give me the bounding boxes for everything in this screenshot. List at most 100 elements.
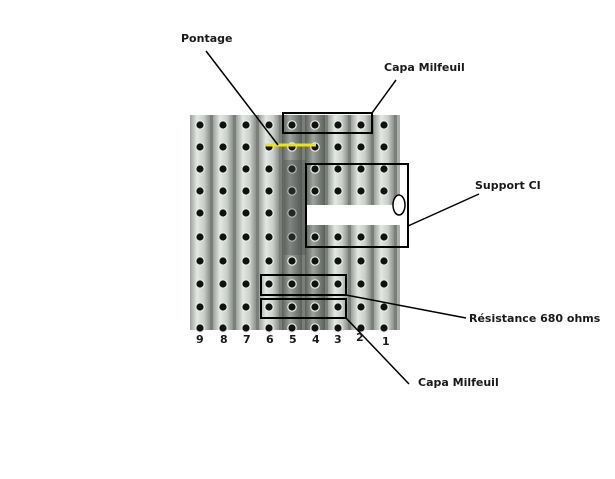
board-hole	[264, 208, 274, 218]
board-hole	[310, 302, 320, 312]
board-hole	[195, 186, 205, 196]
board-hole	[195, 279, 205, 289]
board-hole	[287, 164, 297, 174]
board-hole	[379, 120, 389, 130]
board-hole	[379, 164, 389, 174]
board-hole	[195, 142, 205, 152]
board-hole	[241, 279, 251, 289]
label-capa-bottom: Capa Milfeuil	[418, 376, 499, 389]
board-hole	[218, 208, 228, 218]
board-hole	[195, 232, 205, 242]
pontage-leader	[205, 50, 279, 146]
board-hole	[218, 164, 228, 174]
board-hole	[287, 256, 297, 266]
board-hole	[333, 302, 343, 312]
board-hole	[379, 186, 389, 196]
capa-top-box	[282, 112, 373, 134]
column-number: 2	[356, 331, 364, 344]
board-hole	[241, 256, 251, 266]
column-number: 5	[289, 333, 297, 346]
board-hole	[241, 142, 251, 152]
board-hole	[333, 279, 343, 289]
capa-bottom-box	[260, 298, 347, 319]
copper-strips	[190, 115, 397, 330]
board-hole	[241, 323, 251, 333]
copper-strip	[213, 115, 233, 330]
board-hole	[264, 164, 274, 174]
board-hole	[356, 323, 366, 333]
board-hole	[241, 120, 251, 130]
label-pontage: Pontage	[181, 32, 232, 45]
board-hole	[218, 120, 228, 130]
strip-gap	[256, 115, 259, 330]
column-number: 6	[266, 333, 274, 346]
ic-support-box	[305, 163, 409, 248]
board-hole	[264, 120, 274, 130]
board-hole	[287, 302, 297, 312]
board-hole	[333, 164, 343, 174]
board-hole	[287, 279, 297, 289]
board-hole	[218, 186, 228, 196]
column-number: 3	[334, 333, 342, 346]
board-hole	[310, 323, 320, 333]
board-hole	[310, 164, 320, 174]
board-holes	[195, 120, 389, 333]
board-shadow	[284, 160, 306, 255]
label-support: Support CI	[475, 179, 541, 192]
board-hole	[287, 120, 297, 130]
board-hole	[310, 186, 320, 196]
board-hole	[241, 232, 251, 242]
board-hole	[356, 120, 366, 130]
board-hole	[241, 302, 251, 312]
board-hole	[218, 279, 228, 289]
board-hole	[264, 256, 274, 266]
board-hole	[356, 256, 366, 266]
board-hole	[379, 323, 389, 333]
capa-top-leader	[371, 79, 397, 114]
copper-strip	[282, 115, 302, 330]
board-hole	[195, 302, 205, 312]
board-hole	[333, 186, 343, 196]
board-hole	[264, 232, 274, 242]
ic-support-notch	[392, 194, 406, 216]
board-hole	[310, 279, 320, 289]
board-hole	[379, 302, 389, 312]
board-hole	[218, 142, 228, 152]
strip-gap	[233, 115, 236, 330]
strip-gap	[210, 115, 213, 330]
board-hole	[195, 323, 205, 333]
board-hole	[356, 164, 366, 174]
board-hole	[218, 323, 228, 333]
column-number: 4	[312, 333, 320, 346]
board-hole	[195, 208, 205, 218]
board-hole	[264, 323, 274, 333]
board-hole	[287, 323, 297, 333]
board-hole	[241, 208, 251, 218]
resistance-box	[260, 274, 347, 296]
column-number: 8	[220, 333, 228, 346]
strip-gap	[302, 115, 305, 330]
column-number: 7	[243, 333, 251, 346]
label-capa-top: Capa Milfeuil	[384, 61, 465, 74]
board-hole	[356, 232, 366, 242]
board-hole	[287, 208, 297, 218]
board-hole	[195, 256, 205, 266]
board-hole	[333, 142, 343, 152]
board-hole	[264, 186, 274, 196]
strip-gap	[279, 115, 282, 330]
resistance-leader	[345, 294, 467, 319]
board-hole	[241, 164, 251, 174]
board-hole	[195, 120, 205, 130]
label-resistance: Résistance 680 ohms	[469, 312, 601, 325]
board-hole	[264, 302, 274, 312]
board-hole	[333, 120, 343, 130]
support-leader	[407, 193, 480, 227]
board-hole	[379, 256, 389, 266]
board-hole	[356, 302, 366, 312]
copper-strip	[236, 115, 256, 330]
copper-strip	[190, 115, 210, 330]
board-hole	[310, 120, 320, 130]
board-hole	[333, 256, 343, 266]
capa-bottom-leader	[345, 317, 410, 385]
